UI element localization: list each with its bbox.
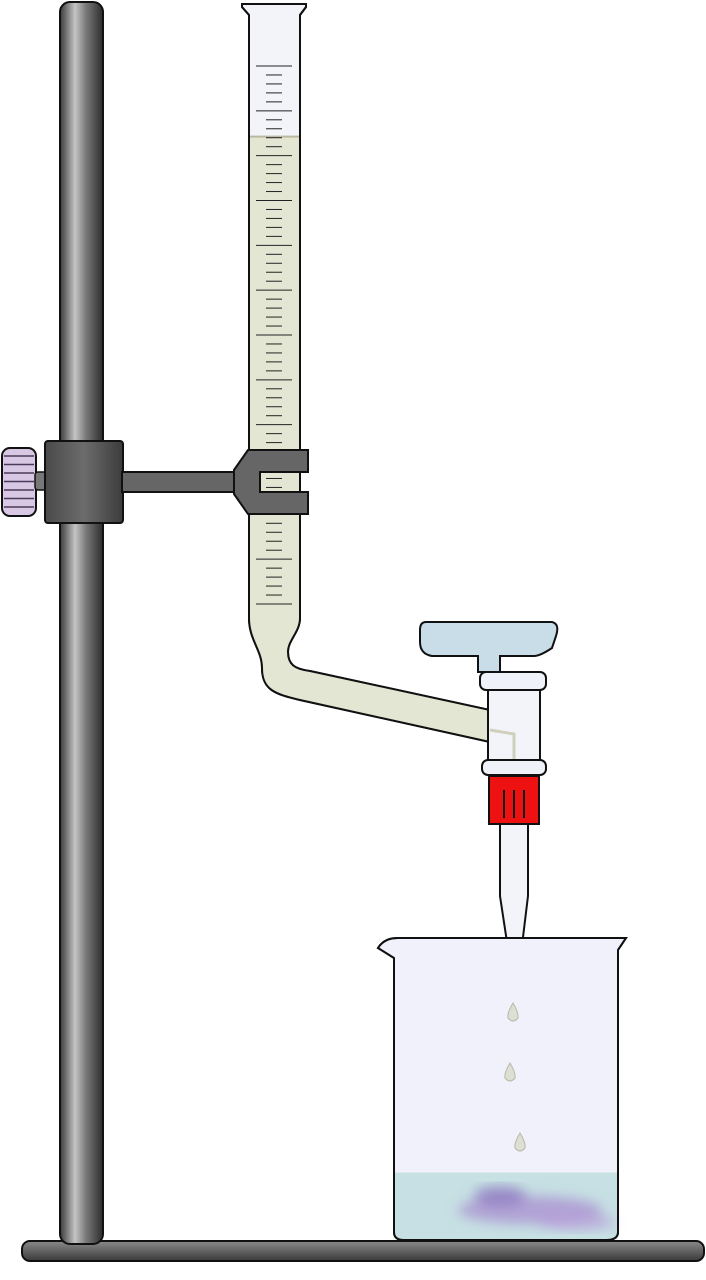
clamp-arm xyxy=(121,471,239,493)
clamp-knob[interactable] xyxy=(1,447,48,517)
burette-graduations xyxy=(256,65,292,605)
drop xyxy=(514,1132,526,1152)
falling-drops xyxy=(504,1002,526,1152)
stopcock[interactable] xyxy=(419,621,559,825)
indicator-swirl xyxy=(458,1186,615,1230)
drop xyxy=(507,1002,519,1022)
drop xyxy=(504,1062,516,1082)
stand-rod xyxy=(59,1,104,1245)
stand-base xyxy=(21,1240,705,1262)
beaker xyxy=(376,937,628,1241)
burette xyxy=(241,3,491,744)
stopcock-handle[interactable] xyxy=(419,621,559,673)
clamp-jaw[interactable] xyxy=(233,449,309,515)
clamp-boss xyxy=(44,440,124,524)
burette-liquid xyxy=(249,135,490,743)
